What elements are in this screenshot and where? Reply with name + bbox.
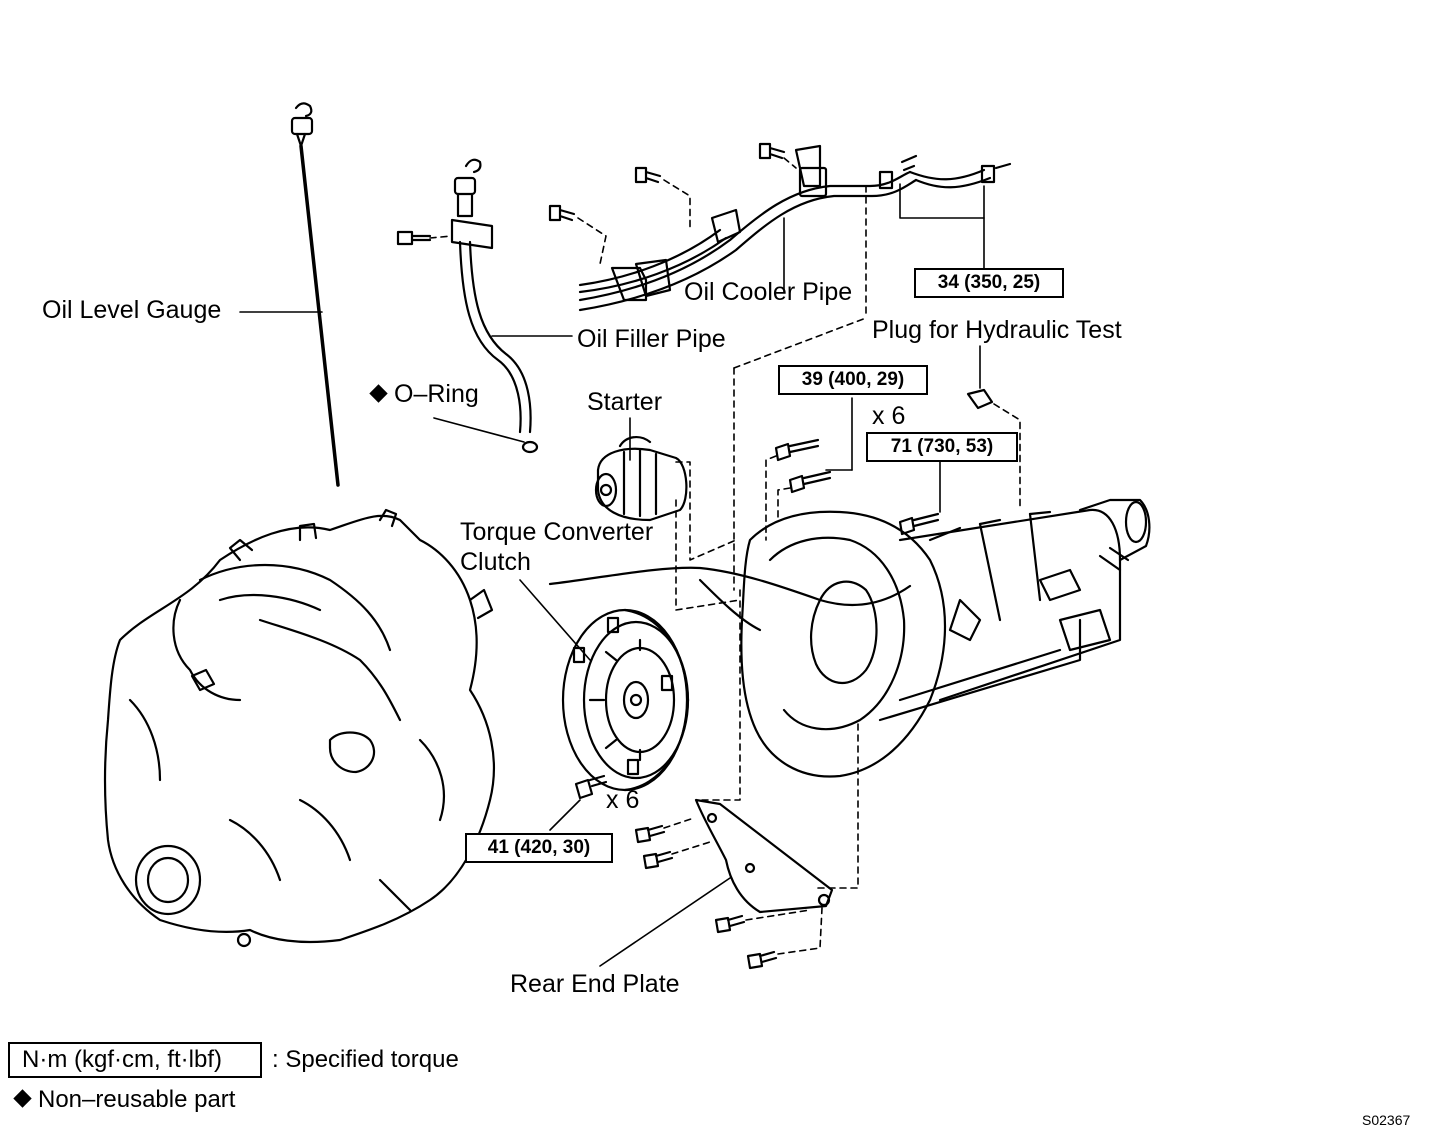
label-plug-hydraulic-test: Plug for Hydraulic Test — [872, 316, 1122, 344]
legend-unit-box: N·m (kgf·cm, ft·lbf) — [8, 1042, 262, 1078]
converter-bolt-part — [574, 774, 608, 800]
non-reusable-diamond-icon — [369, 384, 388, 403]
oil-level-gauge-part — [290, 102, 340, 487]
label-oil-filler-pipe: Oil Filler Pipe — [577, 325, 726, 353]
label-o-ring-text: O–Ring — [394, 380, 479, 408]
label-qty-bottom: x 6 — [606, 786, 640, 814]
label-clutch: Clutch — [460, 548, 531, 576]
rear-end-plate-part — [694, 798, 834, 914]
label-torque-converter: Torque Converter — [460, 518, 654, 546]
non-reusable-diamond-icon — [13, 1089, 32, 1108]
torque-converter-part — [561, 608, 690, 792]
label-o-ring: O–Ring — [369, 380, 479, 408]
legend-unit-desc: : Specified torque — [272, 1046, 459, 1073]
label-rear-end-plate: Rear End Plate — [510, 970, 680, 998]
label-oil-cooler-pipe: Oil Cooler Pipe — [684, 278, 853, 306]
legend-non-reusable: Non–reusable part — [13, 1086, 236, 1114]
oil-filler-pipe-part — [396, 158, 539, 454]
label-starter: Starter — [587, 388, 663, 416]
label-oil-level-gauge: Oil Level Gauge — [42, 296, 222, 324]
figure-code: S02367 — [1362, 1112, 1411, 1128]
engine-part — [103, 508, 496, 948]
starter-part — [594, 436, 688, 522]
torque-box-cooler-pipe: 34 (350, 25) — [914, 268, 1064, 298]
legend-non-reusable-text: Non–reusable part — [38, 1086, 236, 1113]
label-qty-top: x 6 — [872, 402, 906, 430]
torque-box-starter-bolt: 39 (400, 29) — [778, 365, 928, 395]
oil-cooler-pipe-part — [548, 142, 1012, 312]
transmission-part — [740, 498, 1151, 778]
torque-box-converter-bolt: 41 (420, 30) — [465, 833, 613, 863]
torque-box-housing-bolt: 71 (730, 53) — [866, 432, 1018, 462]
